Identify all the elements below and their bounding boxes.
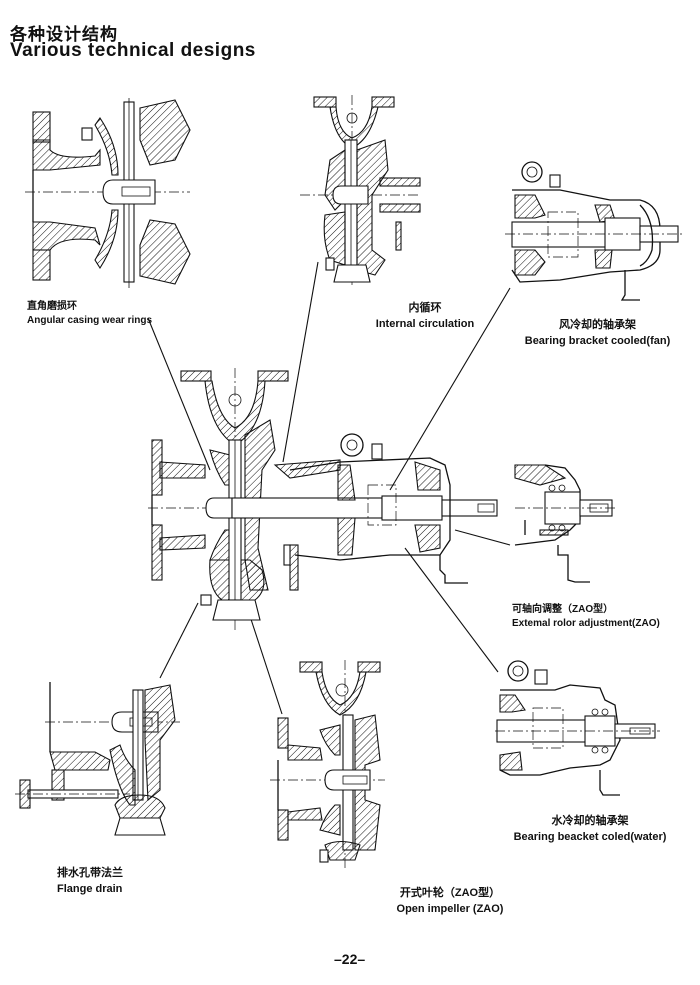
page-title-cn: 各种设计结构: [10, 25, 118, 44]
drawing-bearing-bracket-fan: [505, 161, 682, 301]
callout-label-en: Angular casing wear rings: [27, 315, 153, 326]
callout-angular-casing-wear-rings: 直角磨损环 Angular casing wear rings: [27, 297, 152, 326]
callout-label-cn: 内循环: [408, 302, 442, 314]
drawing-angular-casing-wear-rings: [25, 98, 191, 288]
callout-label-en: Flange drain: [57, 883, 123, 895]
callout-open-impeller: 开式叶轮（ZAO型） Open impeller (ZAO): [380, 884, 520, 915]
callout-flange-drain: 排水孔带法兰 Flange drain: [57, 864, 123, 895]
callout-label-cn: 直角磨损环: [27, 301, 77, 312]
callout-label-cn: 可轴向调整（ZAO型）: [512, 604, 614, 615]
drawing-open-impeller: [270, 660, 385, 870]
callout-label-cn: 风冷却的轴承架: [559, 319, 636, 331]
callout-label-cn: 水冷却的轴承架: [551, 815, 629, 827]
callout-label-en: Open impeller (ZAO): [396, 903, 504, 915]
page-title-en: Various technical designs: [10, 40, 256, 61]
page-number: –22–: [334, 951, 366, 967]
drawing-bearing-bracket-water: [495, 660, 660, 796]
callout-label-en: Bearing bracket cooled(fan): [524, 335, 671, 347]
drawing-internal-circulation: [300, 95, 421, 285]
callout-external-rotor-adjustment: 可轴向调整（ZAO型） Extemal rolor adjustment(ZAO…: [512, 600, 660, 629]
drawing-main-pump: [148, 368, 498, 630]
callout-label-en: Internal circulation: [375, 318, 475, 330]
callout-label-en: Extemal rolor adjustment(ZAO): [512, 618, 660, 629]
callout-label-cn: 排水孔带法兰: [57, 867, 123, 879]
drawing-flange-drain: [15, 682, 180, 836]
callout-bearing-bracket-fan: 风冷却的轴承架 Bearing bracket cooled(fan): [515, 316, 680, 347]
callout-bearing-bracket-water: 水冷却的轴承架 Bearing beacket coled(water): [510, 812, 670, 843]
callout-internal-circulation: 内循环 Internal circulation: [365, 299, 485, 330]
leader-lines: [147, 261, 511, 715]
drawing-external-rotor-adjustment: [514, 464, 615, 583]
callout-label-cn: 开式叶轮（ZAO型）: [399, 887, 501, 899]
callout-label-en: Bearing beacket coled(water): [513, 831, 667, 843]
